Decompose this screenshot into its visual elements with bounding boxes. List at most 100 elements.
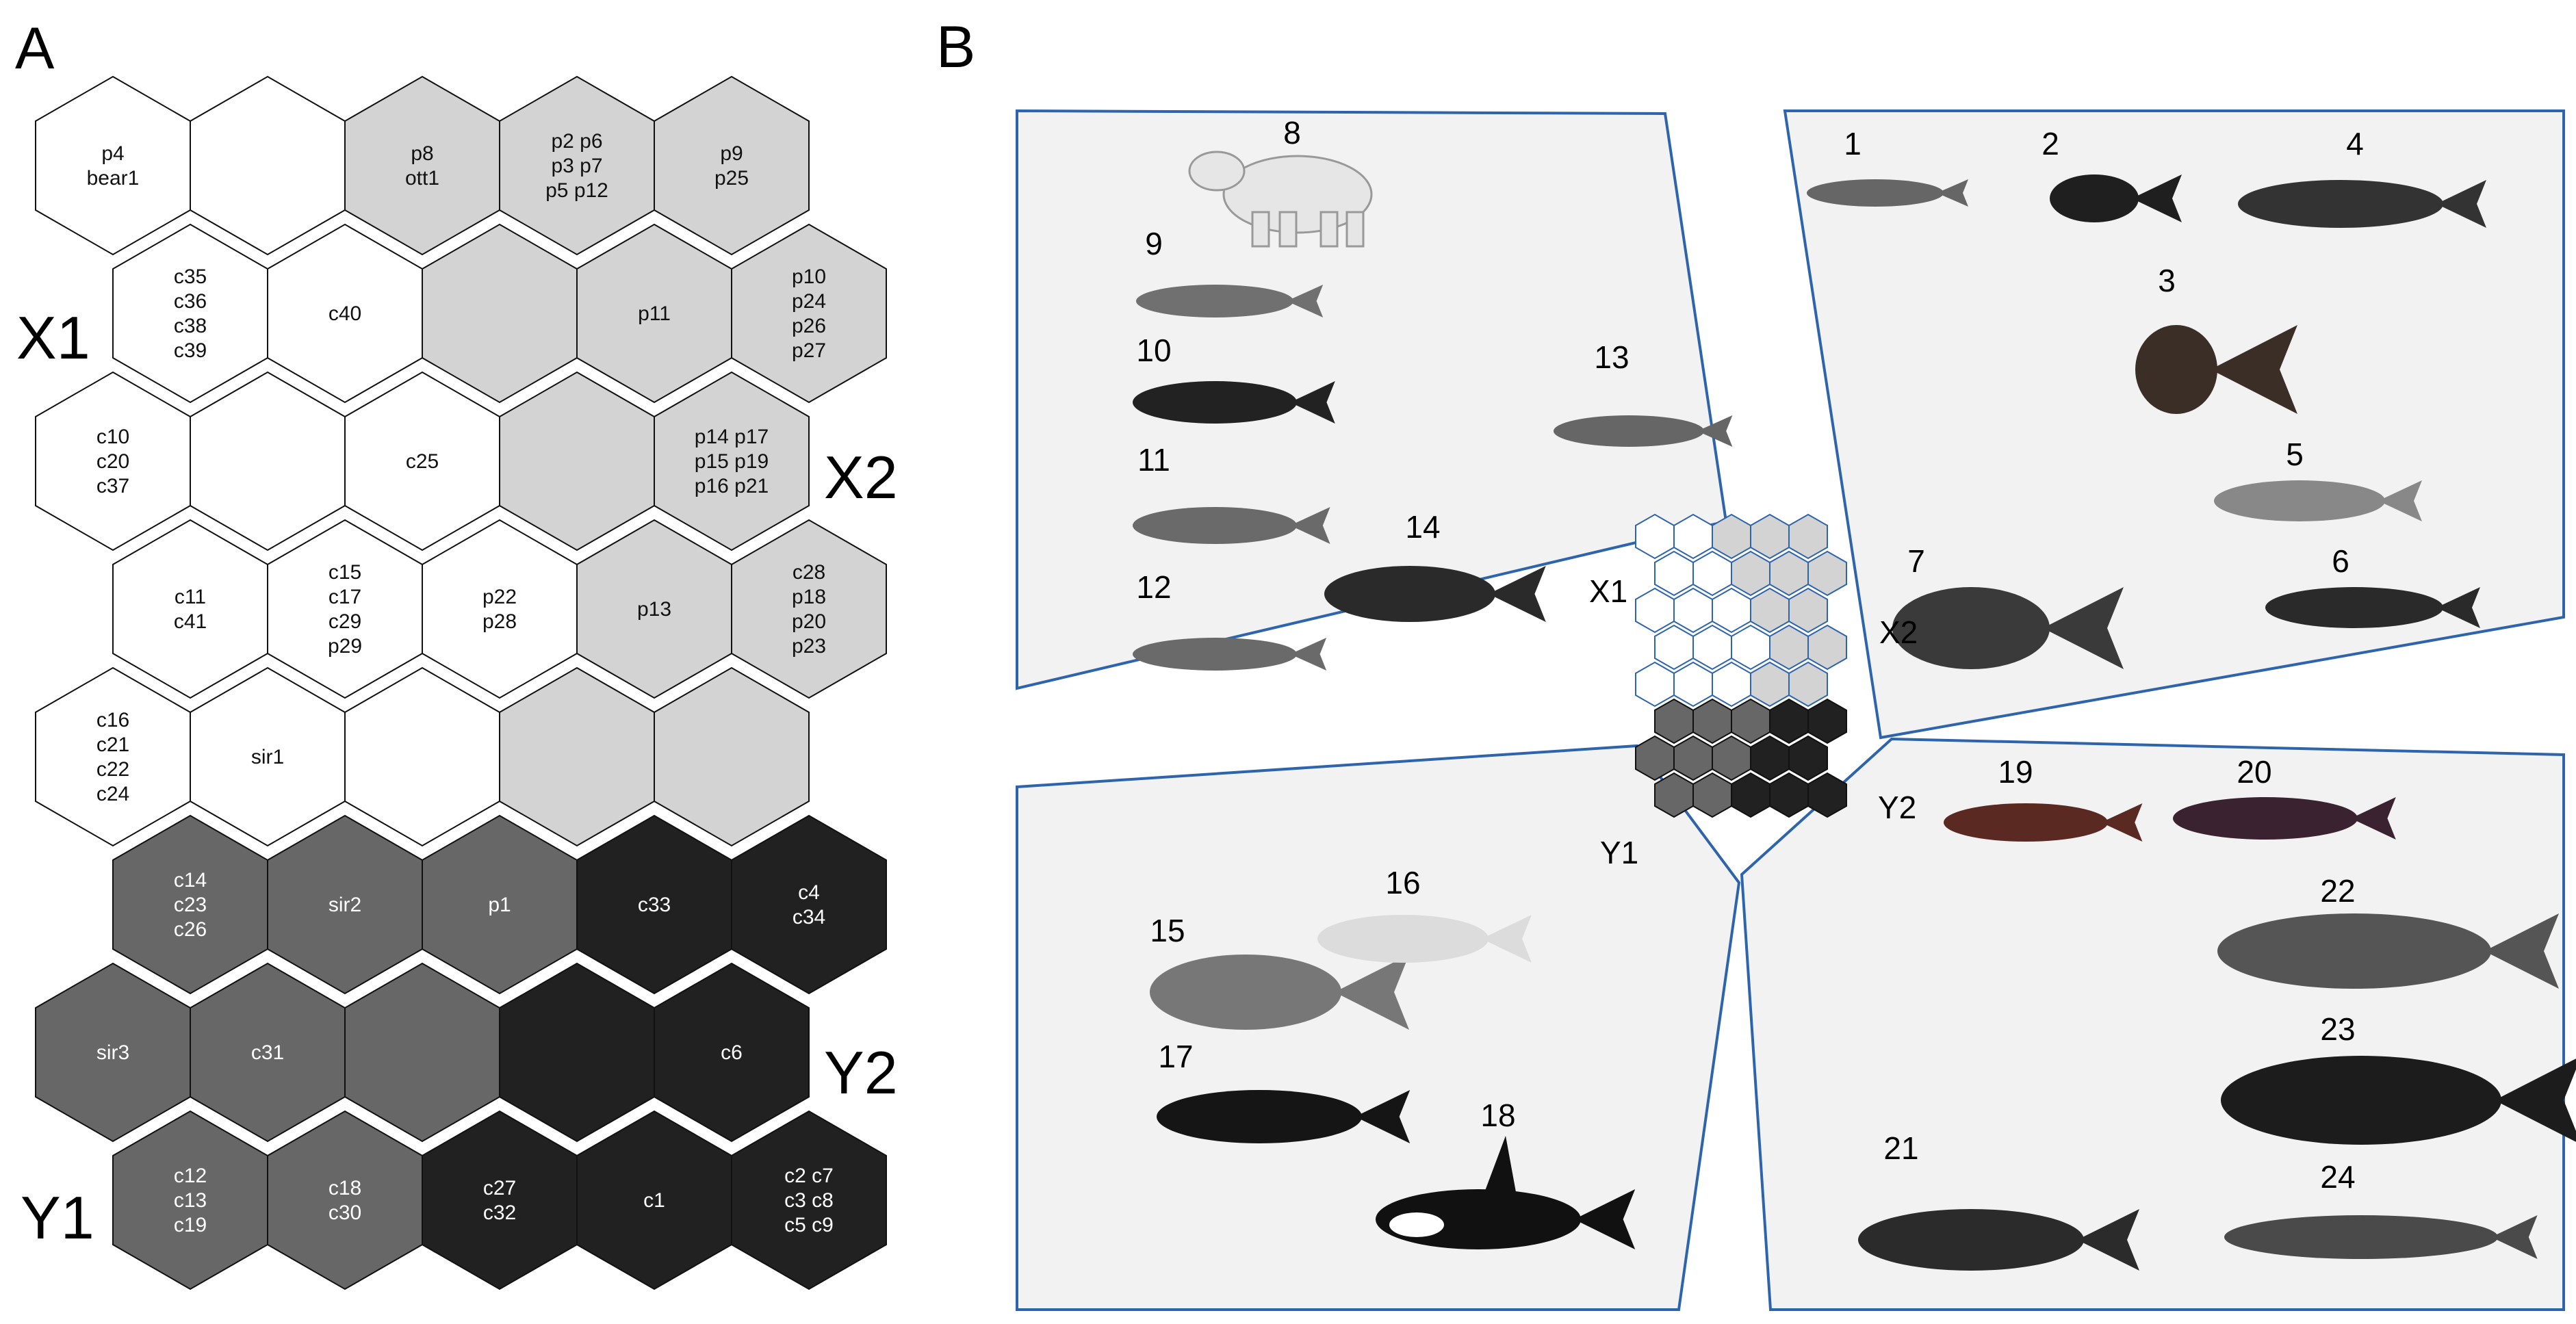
som-cell-label: c11 xyxy=(175,586,206,608)
som-cell-label: p16 p21 xyxy=(695,475,769,497)
som-cell-hexagon xyxy=(654,371,810,551)
mini-som-map xyxy=(1635,513,1847,818)
som-cell-label: c6 xyxy=(721,1041,743,1064)
quadrant-panels xyxy=(1016,109,2565,1311)
cluster-label-x2: X2 xyxy=(824,443,898,511)
animal-number-21: 21 xyxy=(1883,1130,1918,1166)
mini-som-cell xyxy=(1769,772,1809,818)
som-cell-label: c27 xyxy=(483,1177,516,1199)
som-cell-hexagon xyxy=(422,519,578,699)
som-cell-r4-c4: p13 xyxy=(576,519,732,699)
mini-som-cell xyxy=(1673,587,1713,634)
som-cell-label: bear1 xyxy=(87,167,140,190)
mini-som-cell xyxy=(1750,587,1790,634)
quadrant-bottom-right xyxy=(1740,737,2565,1311)
manatee-14-illustration xyxy=(1324,566,1546,622)
som-cell-label: p15 p19 xyxy=(695,450,769,473)
quadrant-top-right xyxy=(1783,109,2565,740)
mini-som-cell xyxy=(1673,735,1713,781)
mini-som-cell xyxy=(1731,772,1770,818)
som-cell-label: c5 c9 xyxy=(784,1214,834,1236)
som-cell-r3-c2 xyxy=(190,371,346,551)
som-cell-label: c10 xyxy=(96,426,129,448)
mini-label-y2: Y2 xyxy=(1878,790,1916,825)
som-cell-r5-c5 xyxy=(654,666,810,847)
mini-label-y1: Y1 xyxy=(1600,835,1638,870)
panel-letter-b: B xyxy=(936,14,975,80)
mini-som-cell xyxy=(1769,698,1809,744)
animal-number-3: 3 xyxy=(2158,263,2176,298)
mini-som-cell xyxy=(1654,698,1694,744)
som-cell-r6-c3: p1 xyxy=(422,814,578,995)
dolphin-9-illustration xyxy=(1136,285,1324,317)
som-cell-r8-c4: c1 xyxy=(576,1110,732,1290)
cluster-label-x1: X1 xyxy=(16,304,90,372)
rorqual-24-illustration xyxy=(2224,1215,2538,1259)
animal-number-15: 15 xyxy=(1150,913,1185,948)
som-cell-hexagon xyxy=(731,1110,887,1290)
som-cell-hexagon xyxy=(190,371,346,551)
som-cell-label: c35 xyxy=(174,265,207,288)
mini-som-cell xyxy=(1731,698,1770,744)
polar-bear-illustration xyxy=(1188,151,1373,248)
som-cell-label: c17 xyxy=(329,586,361,608)
som-cell-label: c41 xyxy=(174,610,207,633)
som-cell-label: c21 xyxy=(96,734,129,756)
som-cell-label: c14 xyxy=(174,869,207,892)
som-cell-label: p22 xyxy=(482,586,517,608)
som-cell-label: p26 xyxy=(792,315,826,337)
mini-som-cell xyxy=(1692,698,1732,744)
mini-som-cell xyxy=(1712,587,1751,634)
animal-number-18: 18 xyxy=(1480,1098,1515,1133)
som-cell-label: p10 xyxy=(792,265,826,288)
beluga-16-illustration xyxy=(1317,915,1532,963)
animal-number-10: 10 xyxy=(1136,333,1171,368)
animal-number-16: 16 xyxy=(1385,865,1420,900)
som-cell-label: p11 xyxy=(638,302,671,325)
som-cell-label: c15 xyxy=(329,561,361,584)
som-cell-hexagon xyxy=(344,962,500,1143)
som-cell-hexagon xyxy=(731,519,887,699)
som-cell-label: c33 xyxy=(638,894,671,916)
animal-number-6: 6 xyxy=(2332,543,2349,579)
som-cell-label: p27 xyxy=(792,339,826,362)
right-whale-23-illustration xyxy=(2221,1056,2576,1145)
som-cell-label: p29 xyxy=(328,635,362,658)
som-cell-label: c12 xyxy=(174,1165,207,1187)
mini-som-cell xyxy=(1731,550,1770,597)
som-cell-label: c30 xyxy=(329,1202,361,1224)
som-cell-r3-c4 xyxy=(499,371,655,551)
som-cell-hexagon xyxy=(499,962,655,1143)
animal-number-4: 4 xyxy=(2346,126,2364,161)
som-cell-label: p9 xyxy=(720,142,743,165)
mini-som-cell xyxy=(1654,624,1694,671)
som-cell-hexagon xyxy=(267,519,423,699)
som-cell-hexagon xyxy=(499,371,655,551)
som-cell-label: c38 xyxy=(174,315,207,337)
som-cell-label: c31 xyxy=(251,1041,284,1064)
walrus-7-illustration xyxy=(1892,587,2124,669)
animal-number-24: 24 xyxy=(2320,1159,2355,1195)
beaked-whale-19-illustration xyxy=(1944,803,2143,842)
dolphin-11-illustration xyxy=(1133,507,1330,544)
pilot-whale-17-illustration xyxy=(1157,1090,1411,1143)
dugong-15-illustration xyxy=(1150,955,1409,1030)
mini-som-cell xyxy=(1692,772,1732,818)
som-cell-label: c25 xyxy=(406,450,439,473)
som-cell-hexagon xyxy=(190,75,346,256)
mini-label-x2: X2 xyxy=(1879,614,1918,650)
som-cell-label: p8 xyxy=(411,142,433,165)
animal-number-19: 19 xyxy=(1998,754,2033,790)
som-cell-hexagon xyxy=(344,666,500,847)
som-cell-label: c39 xyxy=(174,339,207,362)
mini-som-cell xyxy=(1788,513,1828,560)
